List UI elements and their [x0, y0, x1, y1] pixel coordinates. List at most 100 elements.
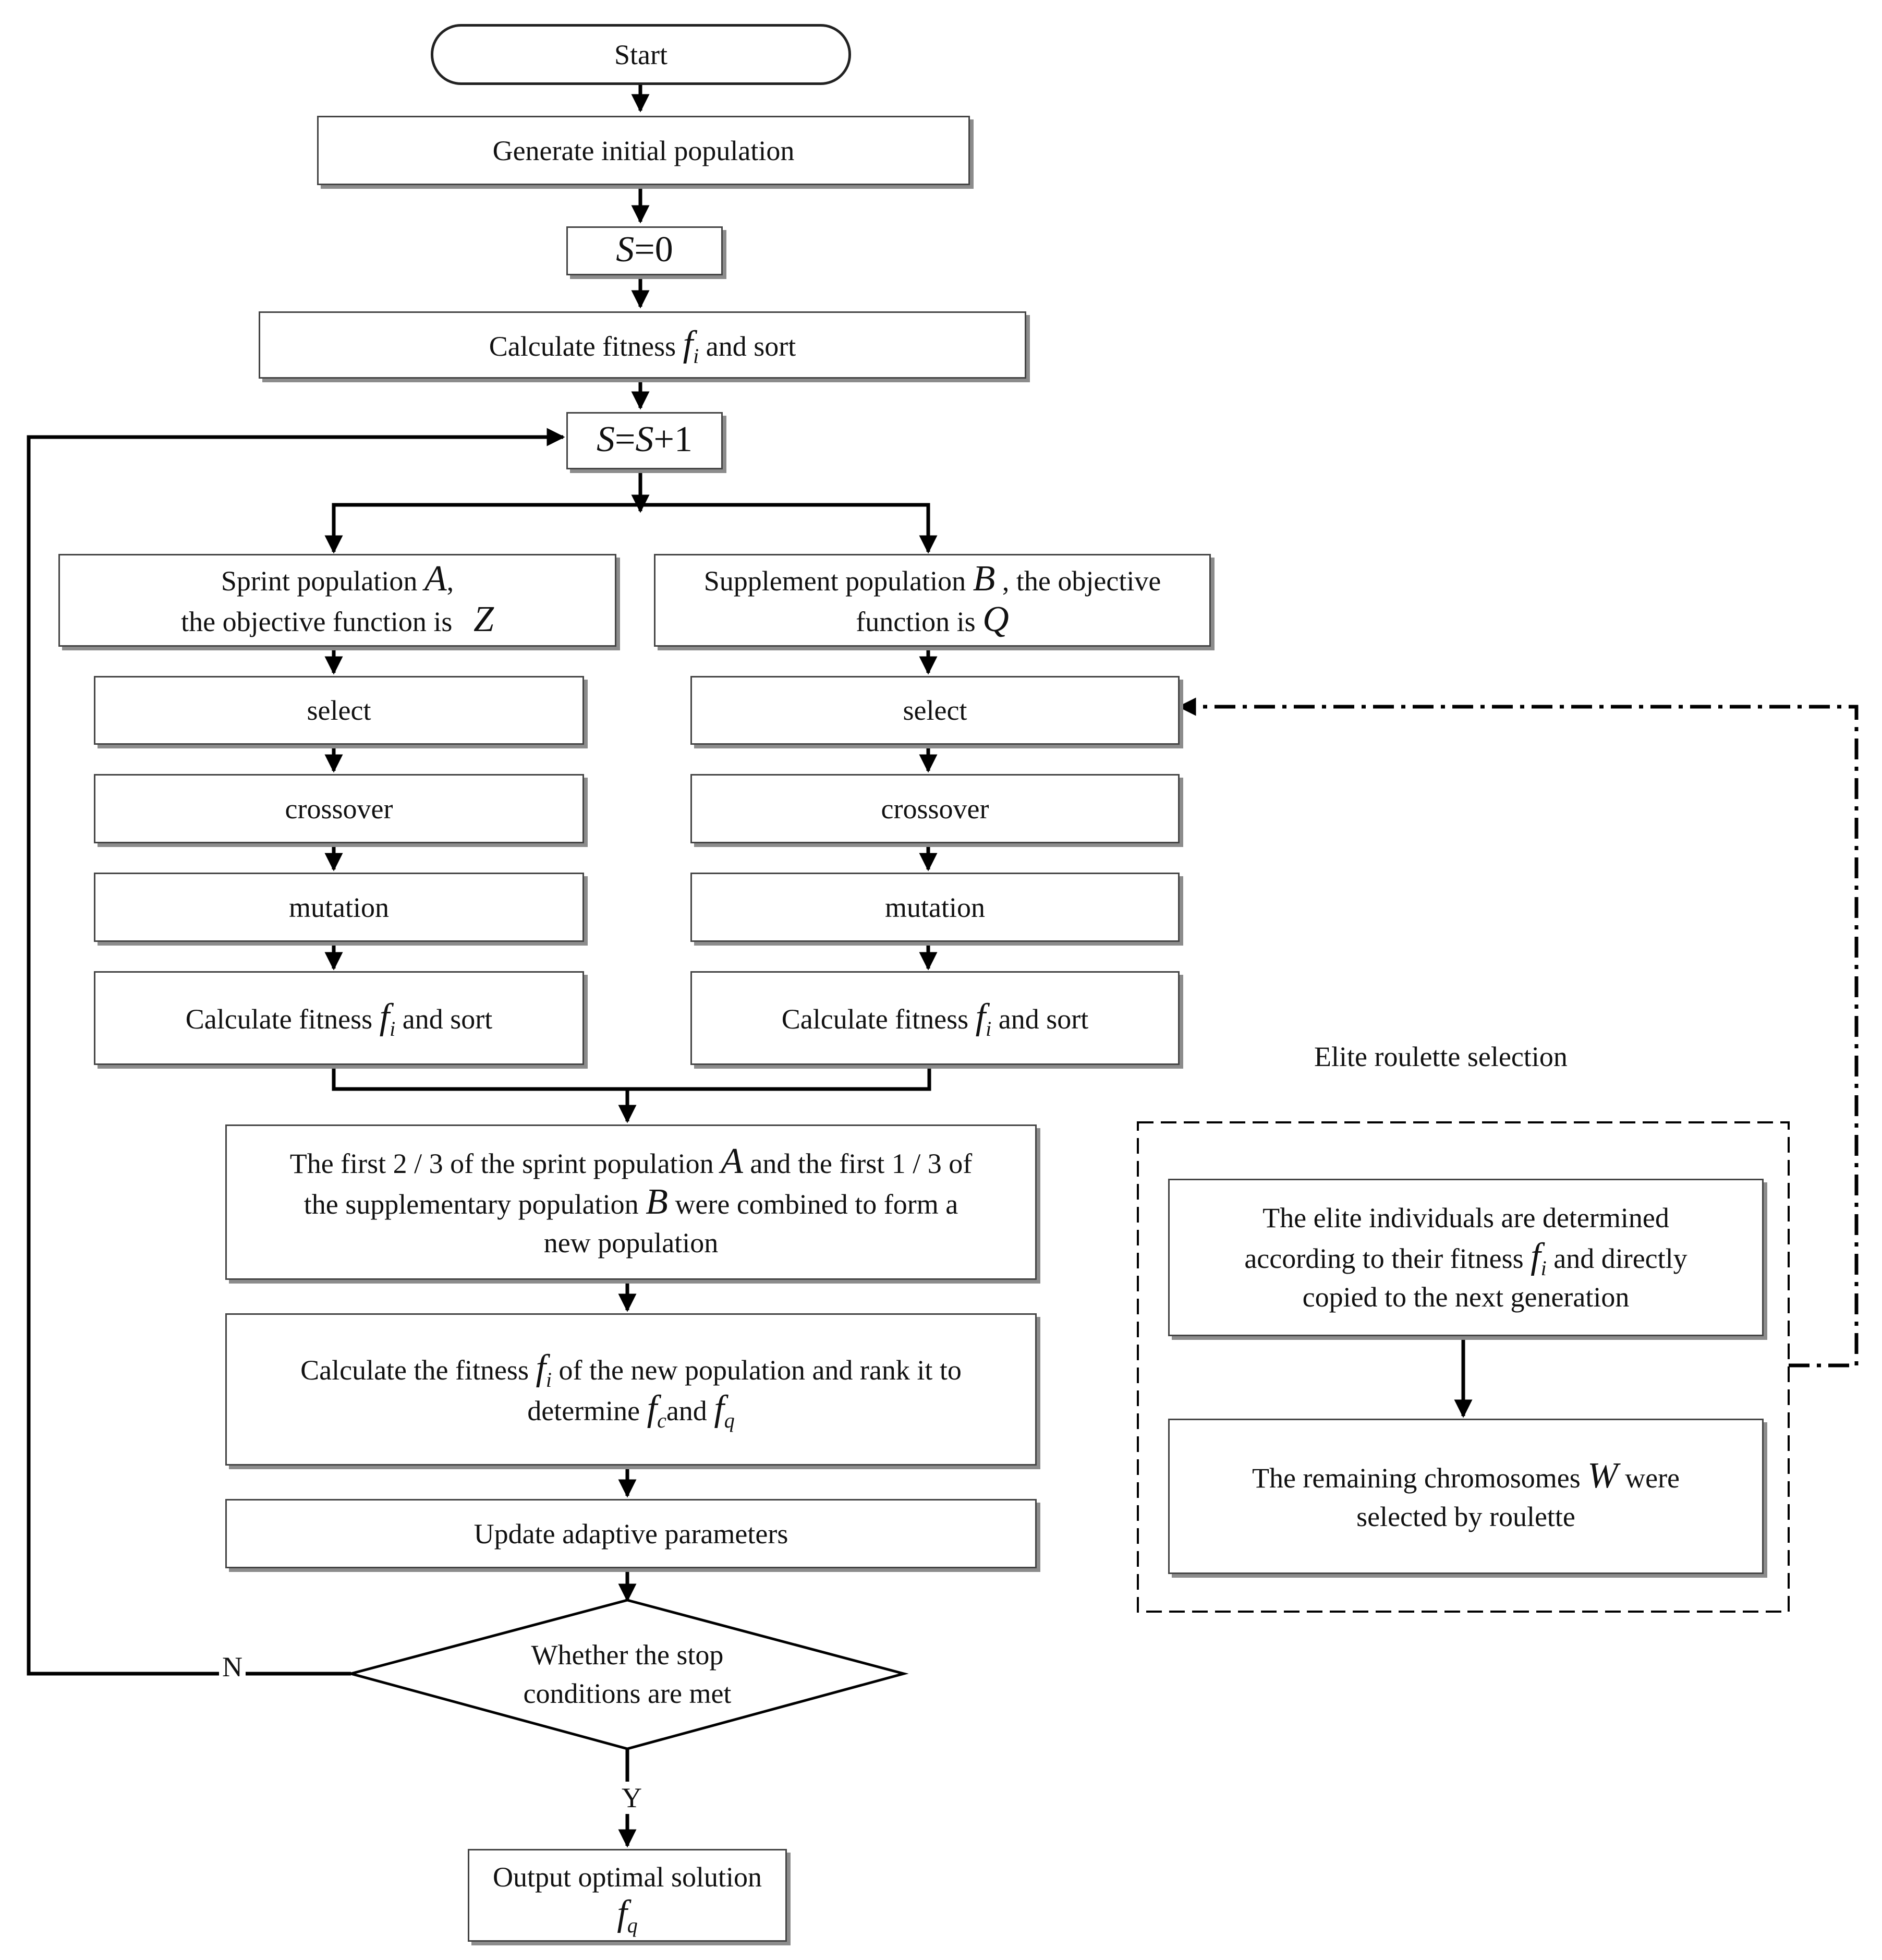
rank-line-2: determine fcand fq — [527, 1388, 735, 1432]
left-mutation-label: mutation — [289, 891, 389, 923]
supplement-l1-text: Supplement population — [703, 565, 966, 597]
start-terminal: Start — [431, 24, 851, 85]
s-inc-plus: + — [653, 419, 674, 459]
combine-population-box: The first 2 / 3 of the sprint population… — [225, 1124, 1037, 1280]
left-calc-before: Calculate fitness — [185, 1003, 373, 1035]
supplement-l2-text: function is — [856, 606, 976, 637]
sprint-line-1: Sprint population A, — [221, 560, 454, 600]
left-calc-after: and sort — [402, 1003, 493, 1035]
elite-section-title: Elite roulette selection — [1314, 1041, 1568, 1072]
left-mutation-box: mutation — [94, 873, 584, 942]
s-zero-expression: S=0 — [616, 231, 673, 271]
roulette-var-w: W — [1587, 1456, 1618, 1496]
roulette-l1a: The remaining chromosomes — [1252, 1462, 1581, 1494]
s-increment-box: S=S+1 — [566, 412, 723, 469]
elite-group-frame — [1137, 1121, 1790, 1613]
elite-determine-box: The elite individuals are determined acc… — [1168, 1179, 1764, 1336]
output-fq: fq — [617, 1893, 637, 1936]
roulette-line-2: selected by roulette — [1356, 1501, 1575, 1532]
right-crossover-box: crossover — [690, 774, 1180, 843]
combine-l2a: the supplementary population — [303, 1189, 639, 1220]
rank-fq-subscript: q — [724, 1409, 735, 1432]
s-zero-value: 0 — [654, 229, 673, 270]
elite-f-symbol: f — [1531, 1236, 1541, 1276]
decision-diamond — [346, 1599, 909, 1750]
right-f-symbol: f — [975, 997, 986, 1037]
combine-line-1: The first 2 / 3 of the sprint population… — [290, 1142, 973, 1183]
merge-bar — [332, 1065, 931, 1091]
right-calc-fitness-text: Calculate fitness fi and sort — [782, 997, 1088, 1039]
elite-feedback-line — [1177, 697, 1859, 1368]
supplement-line-1: Supplement population B , the objective — [704, 560, 1161, 600]
supplement-var-q: Q — [982, 599, 1009, 639]
update-parameters-box: Update adaptive parameters — [225, 1499, 1037, 1568]
elite-box1-l2a: according to their fitness — [1244, 1243, 1524, 1274]
combine-var-b: B — [646, 1182, 668, 1222]
output-solution-box: Output optimal solution fq — [468, 1849, 787, 1942]
rank-l1a: Calculate the fitness — [300, 1354, 529, 1386]
rank-fc-symbol: f — [647, 1388, 658, 1429]
rank-f-subscript: i — [545, 1368, 552, 1392]
start-label: Start — [614, 39, 667, 70]
elite-fi: fi — [1531, 1236, 1547, 1279]
generate-population-box: Generate initial population — [317, 116, 970, 185]
split-bar — [332, 503, 930, 507]
decision-text: Whether the stop conditions are met — [455, 1632, 799, 1716]
output-f-symbol: f — [617, 1893, 627, 1933]
elite-box1-line-3: copied to the next generation — [1302, 1281, 1630, 1313]
sprint-l2-text: the objective function is — [181, 606, 453, 637]
left-select-label: select — [307, 695, 371, 726]
rank-f-symbol: f — [536, 1348, 546, 1388]
elite-box1-line-2: according to their fitness fi and direct… — [1244, 1236, 1687, 1279]
calc-fitness-after: and sort — [706, 330, 796, 362]
sprint-line-2: the objective function is Z — [181, 600, 494, 641]
rank-fq-symbol: f — [714, 1388, 724, 1429]
combine-l2b: were combined to form a — [675, 1189, 958, 1220]
rank-fc-subscript: c — [657, 1409, 666, 1432]
left-f-symbol: f — [379, 997, 390, 1037]
right-calc-f: fi — [975, 997, 992, 1039]
s-zero-box: S=0 — [566, 226, 723, 275]
sprint-l1-text: Sprint population — [221, 565, 418, 597]
left-calc-f: fi — [379, 997, 396, 1039]
s-equals: = — [634, 229, 655, 270]
no-branch-label: N — [219, 1651, 246, 1683]
s-inc-var: S — [597, 419, 615, 459]
update-label: Update adaptive parameters — [473, 1518, 788, 1550]
calc-fitness-before: Calculate fitness — [489, 330, 676, 362]
f-subscript: i — [693, 344, 699, 368]
loop-back-line — [27, 428, 565, 1676]
left-calc-fitness-box: Calculate fitness fi and sort — [94, 971, 584, 1065]
combine-line-2: the supplementary population B were comb… — [304, 1183, 958, 1224]
rank-line-1: Calculate the fitness fi of the new popu… — [300, 1348, 962, 1392]
rank-and: and — [666, 1395, 707, 1426]
roulette-l1b: were — [1625, 1462, 1680, 1494]
roulette-selection-box: The remaining chromosomes W were selecte… — [1168, 1419, 1764, 1574]
left-crossover-label: crossover — [285, 793, 393, 825]
s-inc-one: 1 — [674, 419, 693, 459]
supplement-line-2: function is Q — [856, 600, 1009, 641]
right-f-subscript: i — [986, 1017, 992, 1041]
yes-branch-label: Y — [618, 1782, 645, 1814]
calc-fitness-sort-box: Calculate fitness fi and sort — [259, 311, 1026, 379]
right-select-box: select — [690, 676, 1180, 745]
rank-fc: fc — [647, 1388, 666, 1432]
s-inc-var2: S — [635, 419, 654, 459]
decision-line-2: conditions are met — [523, 1678, 732, 1709]
right-crossover-label: crossover — [881, 793, 989, 825]
generate-label: Generate initial population — [492, 135, 795, 166]
right-mutation-box: mutation — [690, 873, 1180, 942]
f-symbol: f — [683, 323, 694, 364]
left-calc-fitness-text: Calculate fitness fi and sort — [185, 997, 493, 1039]
output-line-1: Output optimal solution — [492, 1861, 762, 1893]
elite-box1-line-1: The elite individuals are determined — [1262, 1202, 1669, 1233]
rank-l2a: determine — [527, 1395, 640, 1426]
right-calc-fitness-box: Calculate fitness fi and sort — [690, 971, 1180, 1065]
combine-l1a: The first 2 / 3 of the sprint population — [289, 1148, 714, 1179]
combine-line-3: new population — [543, 1227, 719, 1259]
elite-f-subscript: i — [1540, 1256, 1547, 1280]
rank-l1b: of the new population and rank it to — [558, 1354, 962, 1386]
calc-fitness-sort-text: Calculate fitness fi and sort — [489, 323, 796, 368]
